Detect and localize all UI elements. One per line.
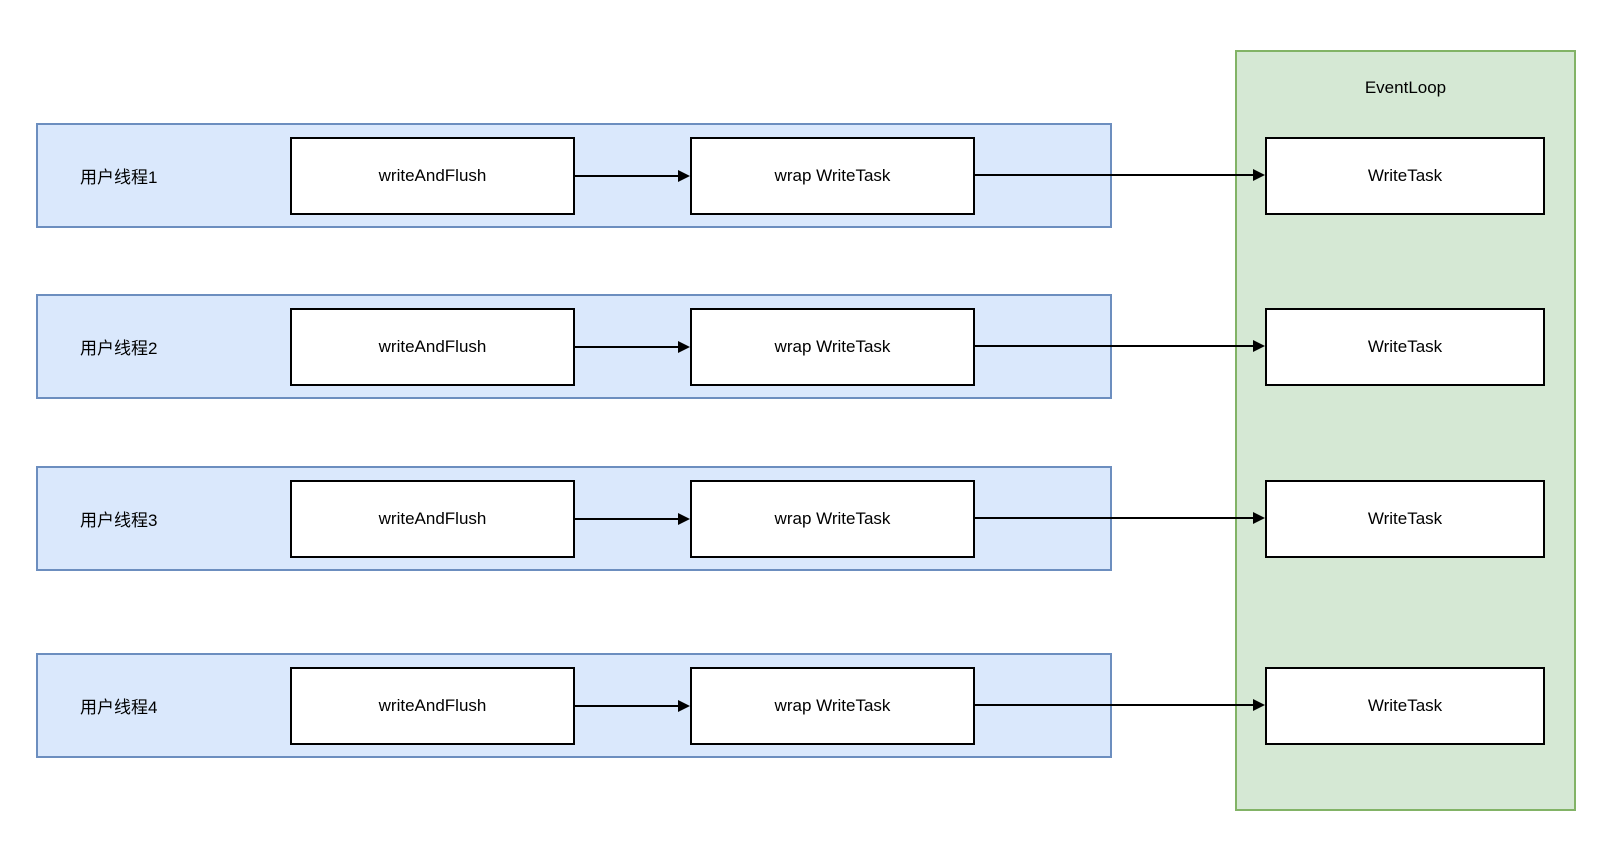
arrow-wrap-to-writetask-3	[975, 512, 1265, 524]
thread-label-3: 用户线程3	[80, 511, 158, 530]
wrap-writetask-box-4: wrap WriteTask	[690, 667, 975, 745]
arrow-writeandflush-to-wrap-4	[575, 700, 690, 712]
writeandflush-box-2: writeAndFlush	[290, 308, 575, 386]
writeandflush-box-3: writeAndFlush	[290, 480, 575, 558]
thread-row-4: 用户线程4 writeAndFlush wrap WriteTask	[36, 653, 1112, 758]
thread-row-2: 用户线程2 writeAndFlush wrap WriteTask	[36, 294, 1112, 399]
arrow-writeandflush-to-wrap-2	[575, 341, 690, 353]
thread-label-4: 用户线程4	[80, 698, 158, 717]
thread-label-2: 用户线程2	[80, 339, 158, 358]
wrap-writetask-box-2: wrap WriteTask	[690, 308, 975, 386]
thread-row-1: 用户线程1 writeAndFlush wrap WriteTask	[36, 123, 1112, 228]
thread-label-1: 用户线程1	[80, 168, 158, 187]
writetask-box-2: WriteTask	[1265, 308, 1545, 386]
eventloop-title: EventLoop	[1364, 78, 1447, 97]
arrow-wrap-to-writetask-1	[975, 169, 1265, 181]
eventloop-container: EventLoop WriteTask WriteTask WriteTask …	[1235, 50, 1576, 811]
arrow-wrap-to-writetask-2	[975, 340, 1265, 352]
arrow-wrap-to-writetask-4	[975, 699, 1265, 711]
arrow-writeandflush-to-wrap-1	[575, 170, 690, 182]
thread-row-3: 用户线程3 writeAndFlush wrap WriteTask	[36, 466, 1112, 571]
wrap-writetask-box-1: wrap WriteTask	[690, 137, 975, 215]
writeandflush-box-4: writeAndFlush	[290, 667, 575, 745]
writetask-box-3: WriteTask	[1265, 480, 1545, 558]
arrow-writeandflush-to-wrap-3	[575, 513, 690, 525]
writetask-box-1: WriteTask	[1265, 137, 1545, 215]
writetask-box-4: WriteTask	[1265, 667, 1545, 745]
wrap-writetask-box-3: wrap WriteTask	[690, 480, 975, 558]
writeandflush-box-1: writeAndFlush	[290, 137, 575, 215]
